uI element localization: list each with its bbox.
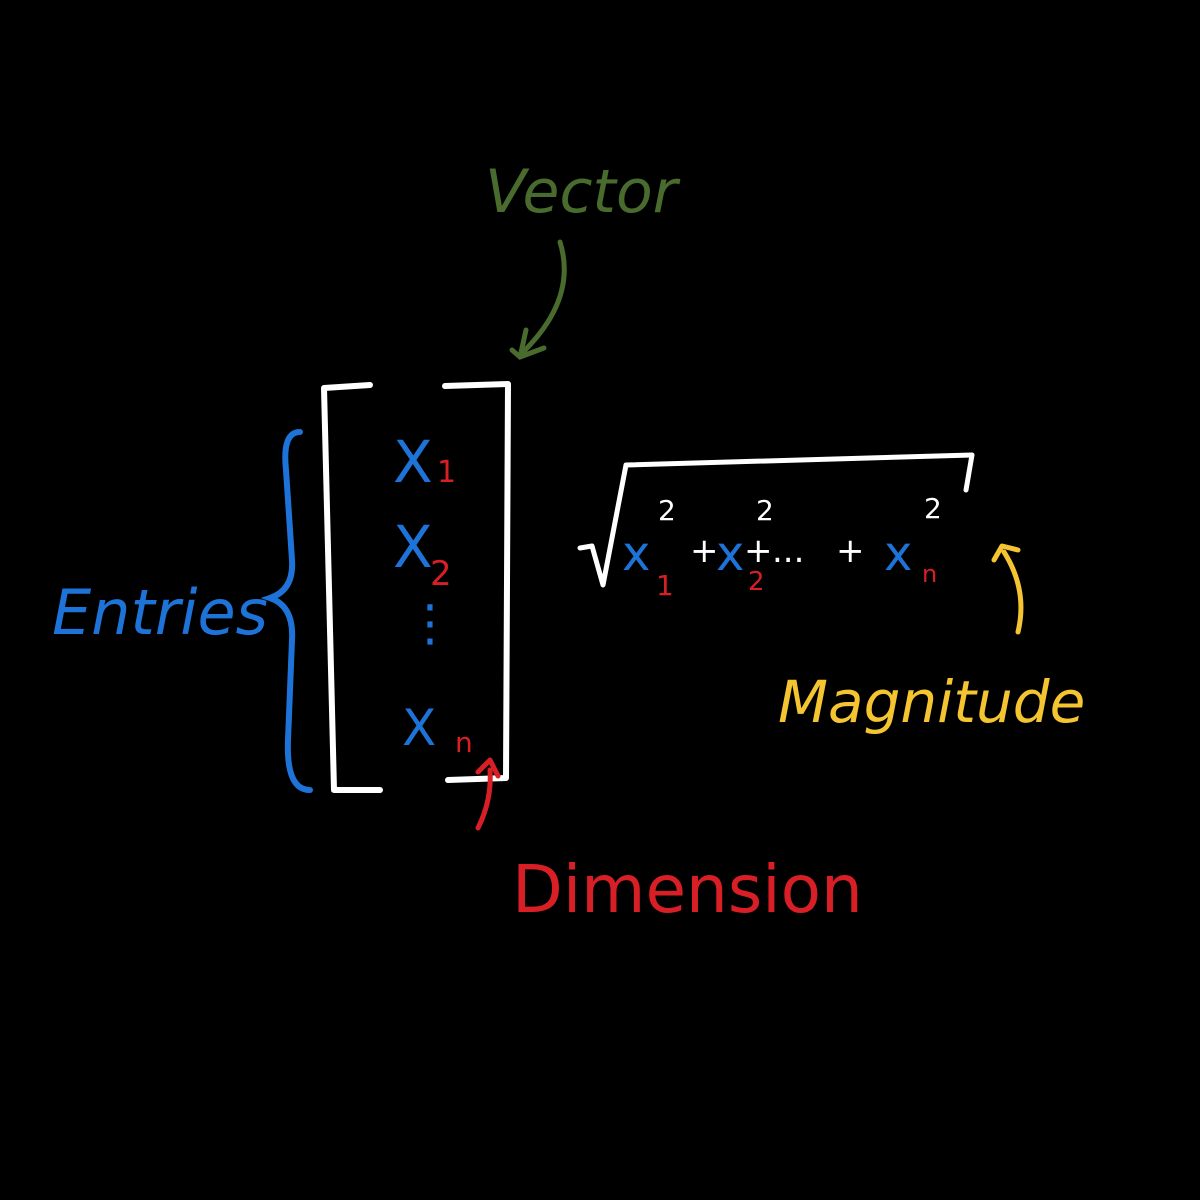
vector-label: Vector: [485, 157, 681, 227]
term1-exponent: 2: [658, 494, 676, 527]
termn-exponent: 2: [924, 492, 942, 525]
termn-subscript: n: [922, 560, 937, 588]
magnitude-label: Magnitude: [778, 668, 1085, 736]
vector-arrow: [517, 239, 567, 358]
vertical-dots: ⋮: [405, 594, 455, 652]
sqrt-sign: [577, 452, 975, 588]
entry-xn-base: X: [402, 699, 436, 757]
dimension-arrow-head: [475, 757, 501, 779]
plus-3: +: [836, 531, 865, 571]
dimension-label: Dimension: [512, 851, 863, 928]
right-bracket: [442, 381, 511, 783]
term2-subscript: 2: [748, 567, 765, 597]
entries-label: Entries: [52, 576, 268, 649]
vector-arrow-head: [509, 327, 547, 360]
term1-subscript: 1: [656, 569, 674, 602]
entry-x2-subscript: 2: [430, 554, 452, 594]
term1-base: x: [622, 526, 650, 582]
plus-2: +: [744, 531, 773, 571]
ellipsis: ...: [772, 531, 804, 571]
entry-x1-base: X: [393, 428, 433, 496]
entry-x1-subscript: 1: [437, 455, 456, 490]
entry-xn-subscript: n: [455, 726, 473, 759]
entry-x2-base: X: [393, 513, 433, 581]
term2-exponent: 2: [756, 494, 774, 527]
termn-base: x: [884, 526, 912, 582]
dimension-arrow: [475, 767, 493, 831]
plus-1: +: [690, 531, 719, 571]
magnitude-arrow-head: [991, 543, 1021, 563]
term2-base: x: [716, 526, 744, 582]
magnitude-arrow: [1001, 549, 1024, 635]
left-bracket: [321, 382, 383, 793]
entries-brace: [260, 429, 313, 793]
